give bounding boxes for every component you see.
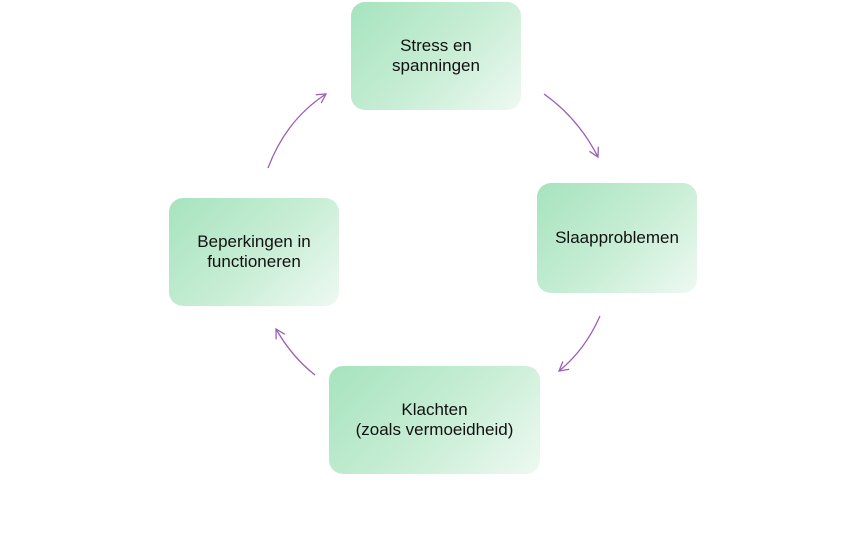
arrow-top-to-right [543,93,599,159]
node-beperkingen-in-functioneren: Beperkingen in functioneren [169,198,339,306]
node-klachten: Klachten (zoals vermoeidheid) [329,366,540,474]
node-stress-en-spanningen: Stress en spanningen [351,2,521,110]
arrow-left-to-top [267,93,328,169]
node-slaapproblemen: Slaapproblemen [537,183,697,293]
arrow-right-to-bottom [557,315,601,372]
arrow-bottom-to-left [275,327,316,376]
